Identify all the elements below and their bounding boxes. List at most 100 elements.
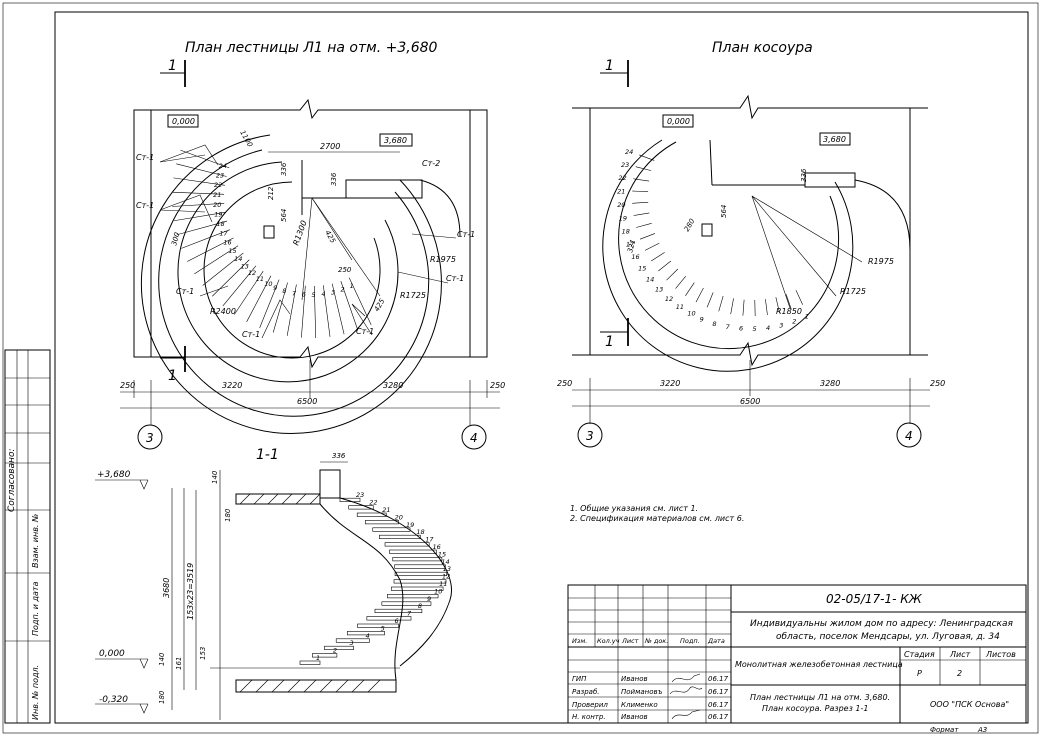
- kosour-step-number: 20: [617, 201, 625, 209]
- tb-row3-date: 06.17: [708, 701, 729, 709]
- section-step-number: 1: [316, 654, 320, 662]
- kosour-step-line: [675, 275, 686, 289]
- bottom-slab-hatch: [239, 679, 381, 693]
- tb-h-izm: Изм.: [572, 637, 587, 645]
- section-1-1: 1-1 +3,680 0,000 -0,320 3680 153х23=3519…: [95, 447, 452, 720]
- kosour-section-mark-bottom: 1: [600, 318, 629, 350]
- kosour-step-number: 8: [712, 320, 716, 328]
- tb-row4-role: Н. контр.: [572, 713, 606, 721]
- tb-stage: Р: [917, 669, 922, 678]
- tb-sheet-title: План лестницы Л1 на отм. 3,680.: [750, 693, 890, 702]
- sidebar-agreed: Согласовано:: [7, 449, 17, 512]
- plan-step-number: 23: [216, 172, 224, 180]
- stair-plan: План лестницы Л1 на отм. +3,680 1 1 0,00…: [120, 40, 505, 450]
- section-step: [394, 564, 446, 569]
- note-1: 1. Общие указания см. лист 1.: [570, 504, 698, 513]
- section-step: [366, 616, 412, 621]
- plan-step-number: 4: [321, 290, 325, 298]
- kosour-step-line: [636, 223, 652, 228]
- plan-step-line: [246, 275, 272, 322]
- plan-step-line: [222, 265, 257, 307]
- dim-140-bottom: 140: [158, 652, 166, 666]
- section-step: [389, 549, 437, 554]
- plan-step-line: [301, 285, 306, 338]
- dim-250-plan: 250: [338, 266, 352, 274]
- kosour-step-line: [639, 233, 656, 240]
- tb-h-doc: № док.: [644, 637, 668, 645]
- top-slab-hatch: [239, 493, 321, 505]
- st1-label-g: Ст-1: [457, 230, 475, 239]
- section-step-number: 4: [365, 632, 369, 640]
- section-step: [346, 631, 385, 636]
- kosour-step-line: [730, 298, 734, 315]
- plan-step-number: 6: [302, 291, 306, 299]
- plan-step-line: [286, 284, 297, 336]
- dim-321-kosour: 321: [626, 239, 637, 254]
- plan-step-line: [194, 245, 239, 275]
- plan-step-number: 1: [350, 282, 354, 290]
- svg-text:1: 1: [168, 368, 177, 384]
- plan-step-number: 21: [213, 191, 221, 199]
- kosour-step-number: 6: [739, 325, 743, 333]
- plan-step-line: [331, 283, 345, 335]
- svg-text:3: 3: [146, 431, 154, 445]
- kosour-step-number: 5: [753, 325, 757, 333]
- kosour-step-line: [639, 154, 655, 161]
- svg-text:1: 1: [605, 58, 614, 74]
- tb-row4-date: 06.17: [708, 713, 729, 721]
- kosour-step-line: [718, 295, 724, 312]
- kosour-step-line: [742, 299, 745, 316]
- radius-r1300: R1300: [291, 219, 308, 246]
- dim-153x23: 153х23=3519: [186, 563, 195, 620]
- plan-step-line: [173, 211, 226, 222]
- kosour-step-number: 16: [631, 253, 639, 261]
- kosour-step-number: 21: [617, 187, 625, 195]
- plan-step-line: [212, 259, 250, 297]
- plan-dim-6500: 6500: [297, 397, 317, 406]
- axis-4-kosour: [896, 422, 922, 448]
- plan-step-number: 14: [234, 255, 242, 263]
- section-step-number: 3: [350, 639, 354, 647]
- sidebar-vzam: Взам. инв. №: [31, 514, 40, 568]
- section-step-number: 21: [382, 506, 390, 514]
- section-step-number: 9: [427, 595, 431, 603]
- tb-stage-h: Стадия: [904, 650, 935, 659]
- svg-text:3: 3: [586, 429, 594, 443]
- kosour-step-number: 18: [622, 228, 630, 236]
- kosour-step-line: [650, 252, 665, 262]
- level-plus-top: +3,680: [97, 470, 131, 480]
- plan-step-number: 18: [216, 220, 224, 228]
- plan-step-line: [348, 277, 372, 326]
- plan-step-number: 16: [223, 239, 231, 247]
- section-step-number: 14: [441, 558, 449, 566]
- kosour-step-line: [706, 292, 714, 308]
- plan-step-line: [314, 285, 317, 338]
- tb-row3-role: Проверил: [572, 701, 608, 709]
- dim-161: 161: [175, 657, 183, 670]
- tb-row1-date: 06.17: [708, 675, 729, 683]
- tb-address2: область, поселок Мендсары, ул. Луговая, …: [776, 632, 1000, 642]
- tb-row3-name: Клименко: [621, 701, 658, 709]
- kosour-step-line: [633, 178, 650, 182]
- signature-3: [671, 709, 701, 720]
- kosour-step-number: 17: [626, 240, 635, 248]
- section-step-number: 10: [434, 587, 442, 595]
- section-step: [391, 586, 444, 591]
- section-title: 1-1: [256, 447, 279, 463]
- tb-row2-date: 06.17: [708, 688, 729, 696]
- section-steps: [299, 497, 448, 665]
- plan-step-number: 17: [219, 230, 228, 238]
- section-step-number: 5: [381, 624, 385, 632]
- svg-text:1: 1: [605, 334, 614, 350]
- section-step: [379, 534, 421, 540]
- radius-r1850: R1850: [776, 307, 802, 316]
- tb-row4-name: Иванов: [621, 713, 648, 721]
- kosour-step-number: 15: [638, 265, 646, 273]
- plan-dim-250-left: 250: [120, 381, 135, 390]
- plan-step-line: [272, 282, 288, 333]
- kosour-step-lines: [632, 154, 803, 316]
- plan-step-number: 12: [248, 269, 256, 277]
- plan-step-number: 20: [213, 201, 221, 209]
- section-step: [356, 512, 387, 517]
